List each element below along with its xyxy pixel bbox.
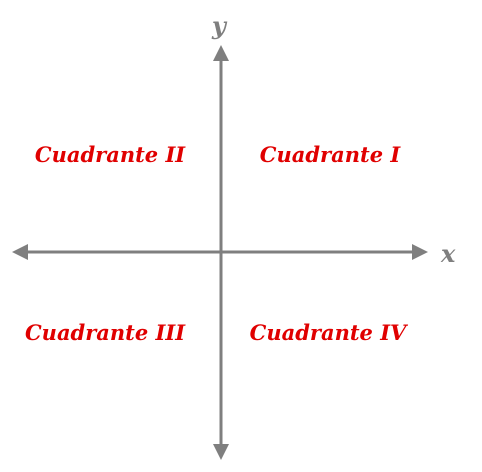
y-axis <box>213 45 229 460</box>
y-axis-top-arrow <box>213 45 229 61</box>
quadrant-i-label: Cuadrante I <box>260 142 402 167</box>
y-axis-label: y <box>211 11 228 40</box>
quadrant-iii-label: Cuadrante III <box>25 320 186 345</box>
x-axis-right-arrow <box>412 244 428 260</box>
y-axis-bottom-arrow <box>213 444 229 460</box>
x-axis-label: x <box>440 239 456 268</box>
x-axis-left-arrow <box>12 244 28 260</box>
quadrant-iv-label: Cuadrante IV <box>250 320 409 345</box>
quadrant-ii-label: Cuadrante II <box>35 142 186 167</box>
